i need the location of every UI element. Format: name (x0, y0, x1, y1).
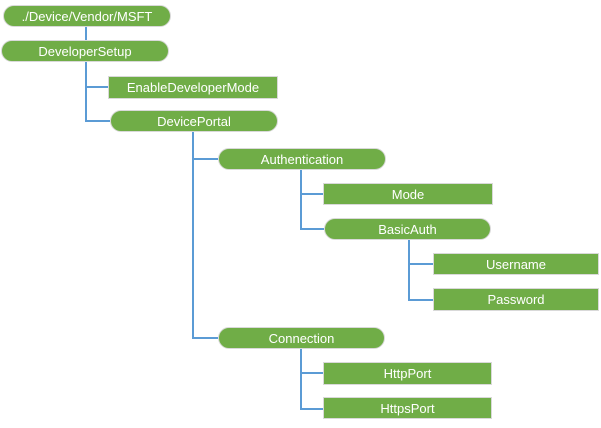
node-password: Password (433, 288, 599, 311)
node-enable-developer-mode: EnableDeveloperMode (108, 76, 278, 99)
connector-line (408, 263, 433, 265)
connector-line (408, 240, 410, 301)
connector-line (300, 170, 302, 230)
connector-line (300, 349, 302, 410)
connector-line (85, 120, 110, 122)
connector-line (300, 193, 323, 195)
node-connection: Connection (218, 327, 385, 349)
connector-line (85, 62, 87, 122)
connector-line (85, 86, 108, 88)
node-http-port: HttpPort (323, 362, 492, 385)
node-mode: Mode (323, 183, 493, 205)
node-https-port: HttpsPort (323, 397, 492, 419)
node-username: Username (433, 253, 599, 275)
node-msft-root: ./Device/Vendor/MSFT (3, 5, 171, 27)
connector-line (192, 158, 218, 160)
node-device-portal: DevicePortal (110, 110, 278, 132)
connector-line (300, 372, 323, 374)
connector-line (192, 132, 194, 339)
node-authentication: Authentication (218, 148, 386, 170)
connector-line (300, 408, 323, 410)
connector-line (300, 228, 324, 230)
connector-line (408, 299, 433, 301)
node-basic-auth: BasicAuth (324, 218, 491, 240)
connector-line (192, 337, 218, 339)
node-developer-setup: DeveloperSetup (1, 40, 169, 62)
connector-line (85, 27, 87, 40)
